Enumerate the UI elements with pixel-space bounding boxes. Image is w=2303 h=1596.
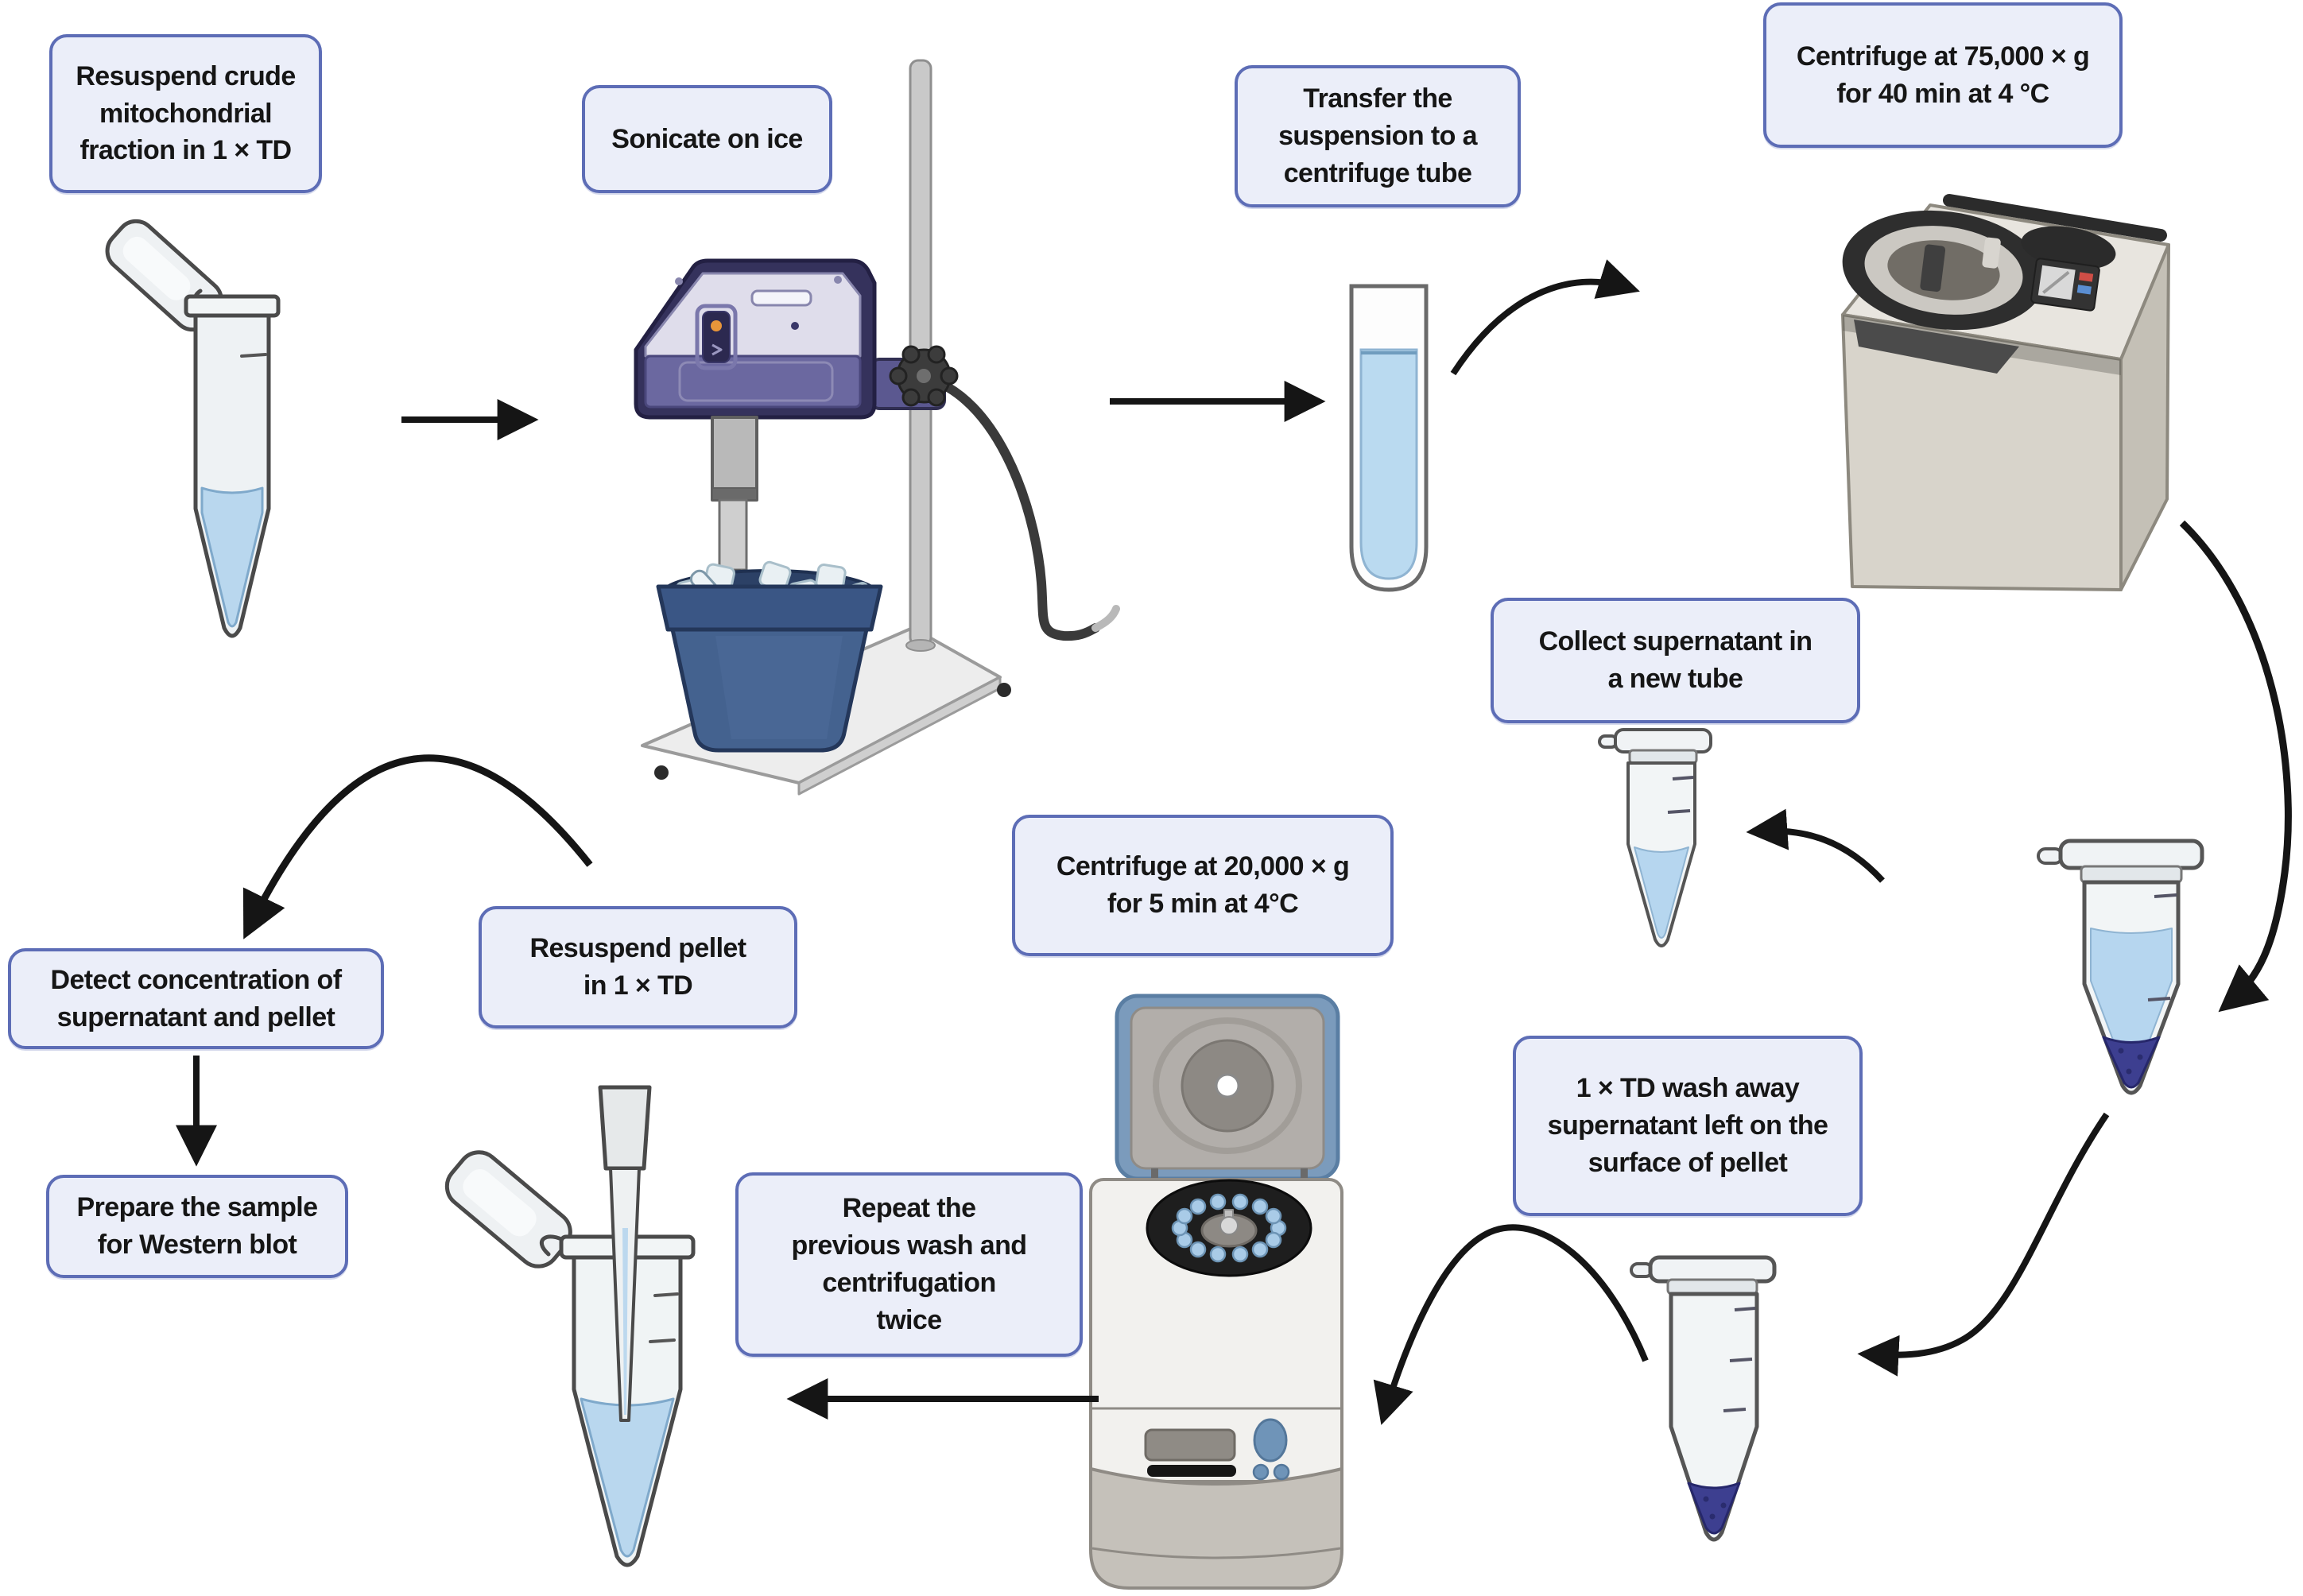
washed-pellet-tube-icon: [1630, 1255, 1777, 1542]
sonicator-cable-icon: [943, 382, 1120, 641]
supernatant-pellet-tube-icon: [2037, 839, 2204, 1095]
step-box-detect-concentration: Detect concentration of supernatant and …: [8, 948, 384, 1049]
arrow-tube-to-ultracentrifuge: [1450, 259, 1640, 376]
round-bottom-centrifuge-tube-icon: [1349, 284, 1429, 592]
open-microtube-icon: [105, 219, 281, 638]
pipette-in-open-tube-icon: [444, 1085, 696, 1567]
step-label: Centrifuge at 75,000 × g for 40 min at 4…: [1796, 41, 2090, 109]
step-label: Repeat the previous wash and centrifugat…: [791, 1193, 1027, 1335]
step-box-prepare-western: Prepare the sample for Western blot: [46, 1175, 348, 1278]
step-box-td-wash: 1 × TD wash away supernatant left on the…: [1513, 1036, 1863, 1216]
step-label: Centrifuge at 20,000 × g for 5 min at 4°…: [1056, 851, 1350, 919]
step-label: Sonicate on ice: [611, 123, 803, 154]
step-box-centrifuge-20000: Centrifuge at 20,000 × g for 5 min at 4°…: [1012, 815, 1394, 956]
probe-sonicator-icon: [634, 258, 959, 607]
arrow-pellet-to-collect-tube: [1746, 808, 1885, 883]
step-box-repeat-wash: Repeat the previous wash and centrifugat…: [735, 1172, 1083, 1357]
arrow-resuspend-to-detect: [242, 754, 593, 939]
ultracentrifuge-icon: [1841, 194, 2170, 591]
collected-supernatant-tube-icon: [1598, 728, 1712, 947]
arrow-wash-tube-to-microcentrifuge: [1373, 1224, 1649, 1425]
step-label: Prepare the sample for Western blot: [76, 1192, 319, 1260]
step-box-transfer: Transfer the suspension to a centrifuge …: [1235, 65, 1521, 207]
step-label: Detect concentration of supernatant and …: [50, 964, 343, 1032]
step-label: Transfer the suspension to a centrifuge …: [1278, 83, 1477, 188]
step-box-resuspend-pellet: Resuspend pellet in 1 × TD: [479, 906, 797, 1028]
benchtop-microcentrifuge-icon: [1089, 994, 1343, 1590]
step-box-collect-supernatant: Collect supernatant in a new tube: [1491, 598, 1860, 723]
step-box-sonicate: Sonicate on ice: [582, 85, 832, 193]
step-label: Resuspend crude mitochondrial fraction i…: [76, 60, 296, 166]
ice-bucket-icon: [656, 560, 883, 753]
step-label: Resuspend pellet in 1 × TD: [529, 933, 747, 1001]
arrow-pellet-tube-to-wash-tube: [1857, 1112, 2110, 1377]
arrow-ultracentrifuge-to-pellet-tube: [2179, 520, 2292, 1013]
step-label: 1 × TD wash away supernatant left on the…: [1547, 1073, 1828, 1178]
step-label: Collect supernatant in a new tube: [1538, 626, 1813, 694]
step-box-centrifuge-75000: Centrifuge at 75,000 × g for 40 min at 4…: [1763, 2, 2123, 148]
step-box-resuspend-crude: Resuspend crude mitochondrial fraction i…: [49, 34, 322, 193]
